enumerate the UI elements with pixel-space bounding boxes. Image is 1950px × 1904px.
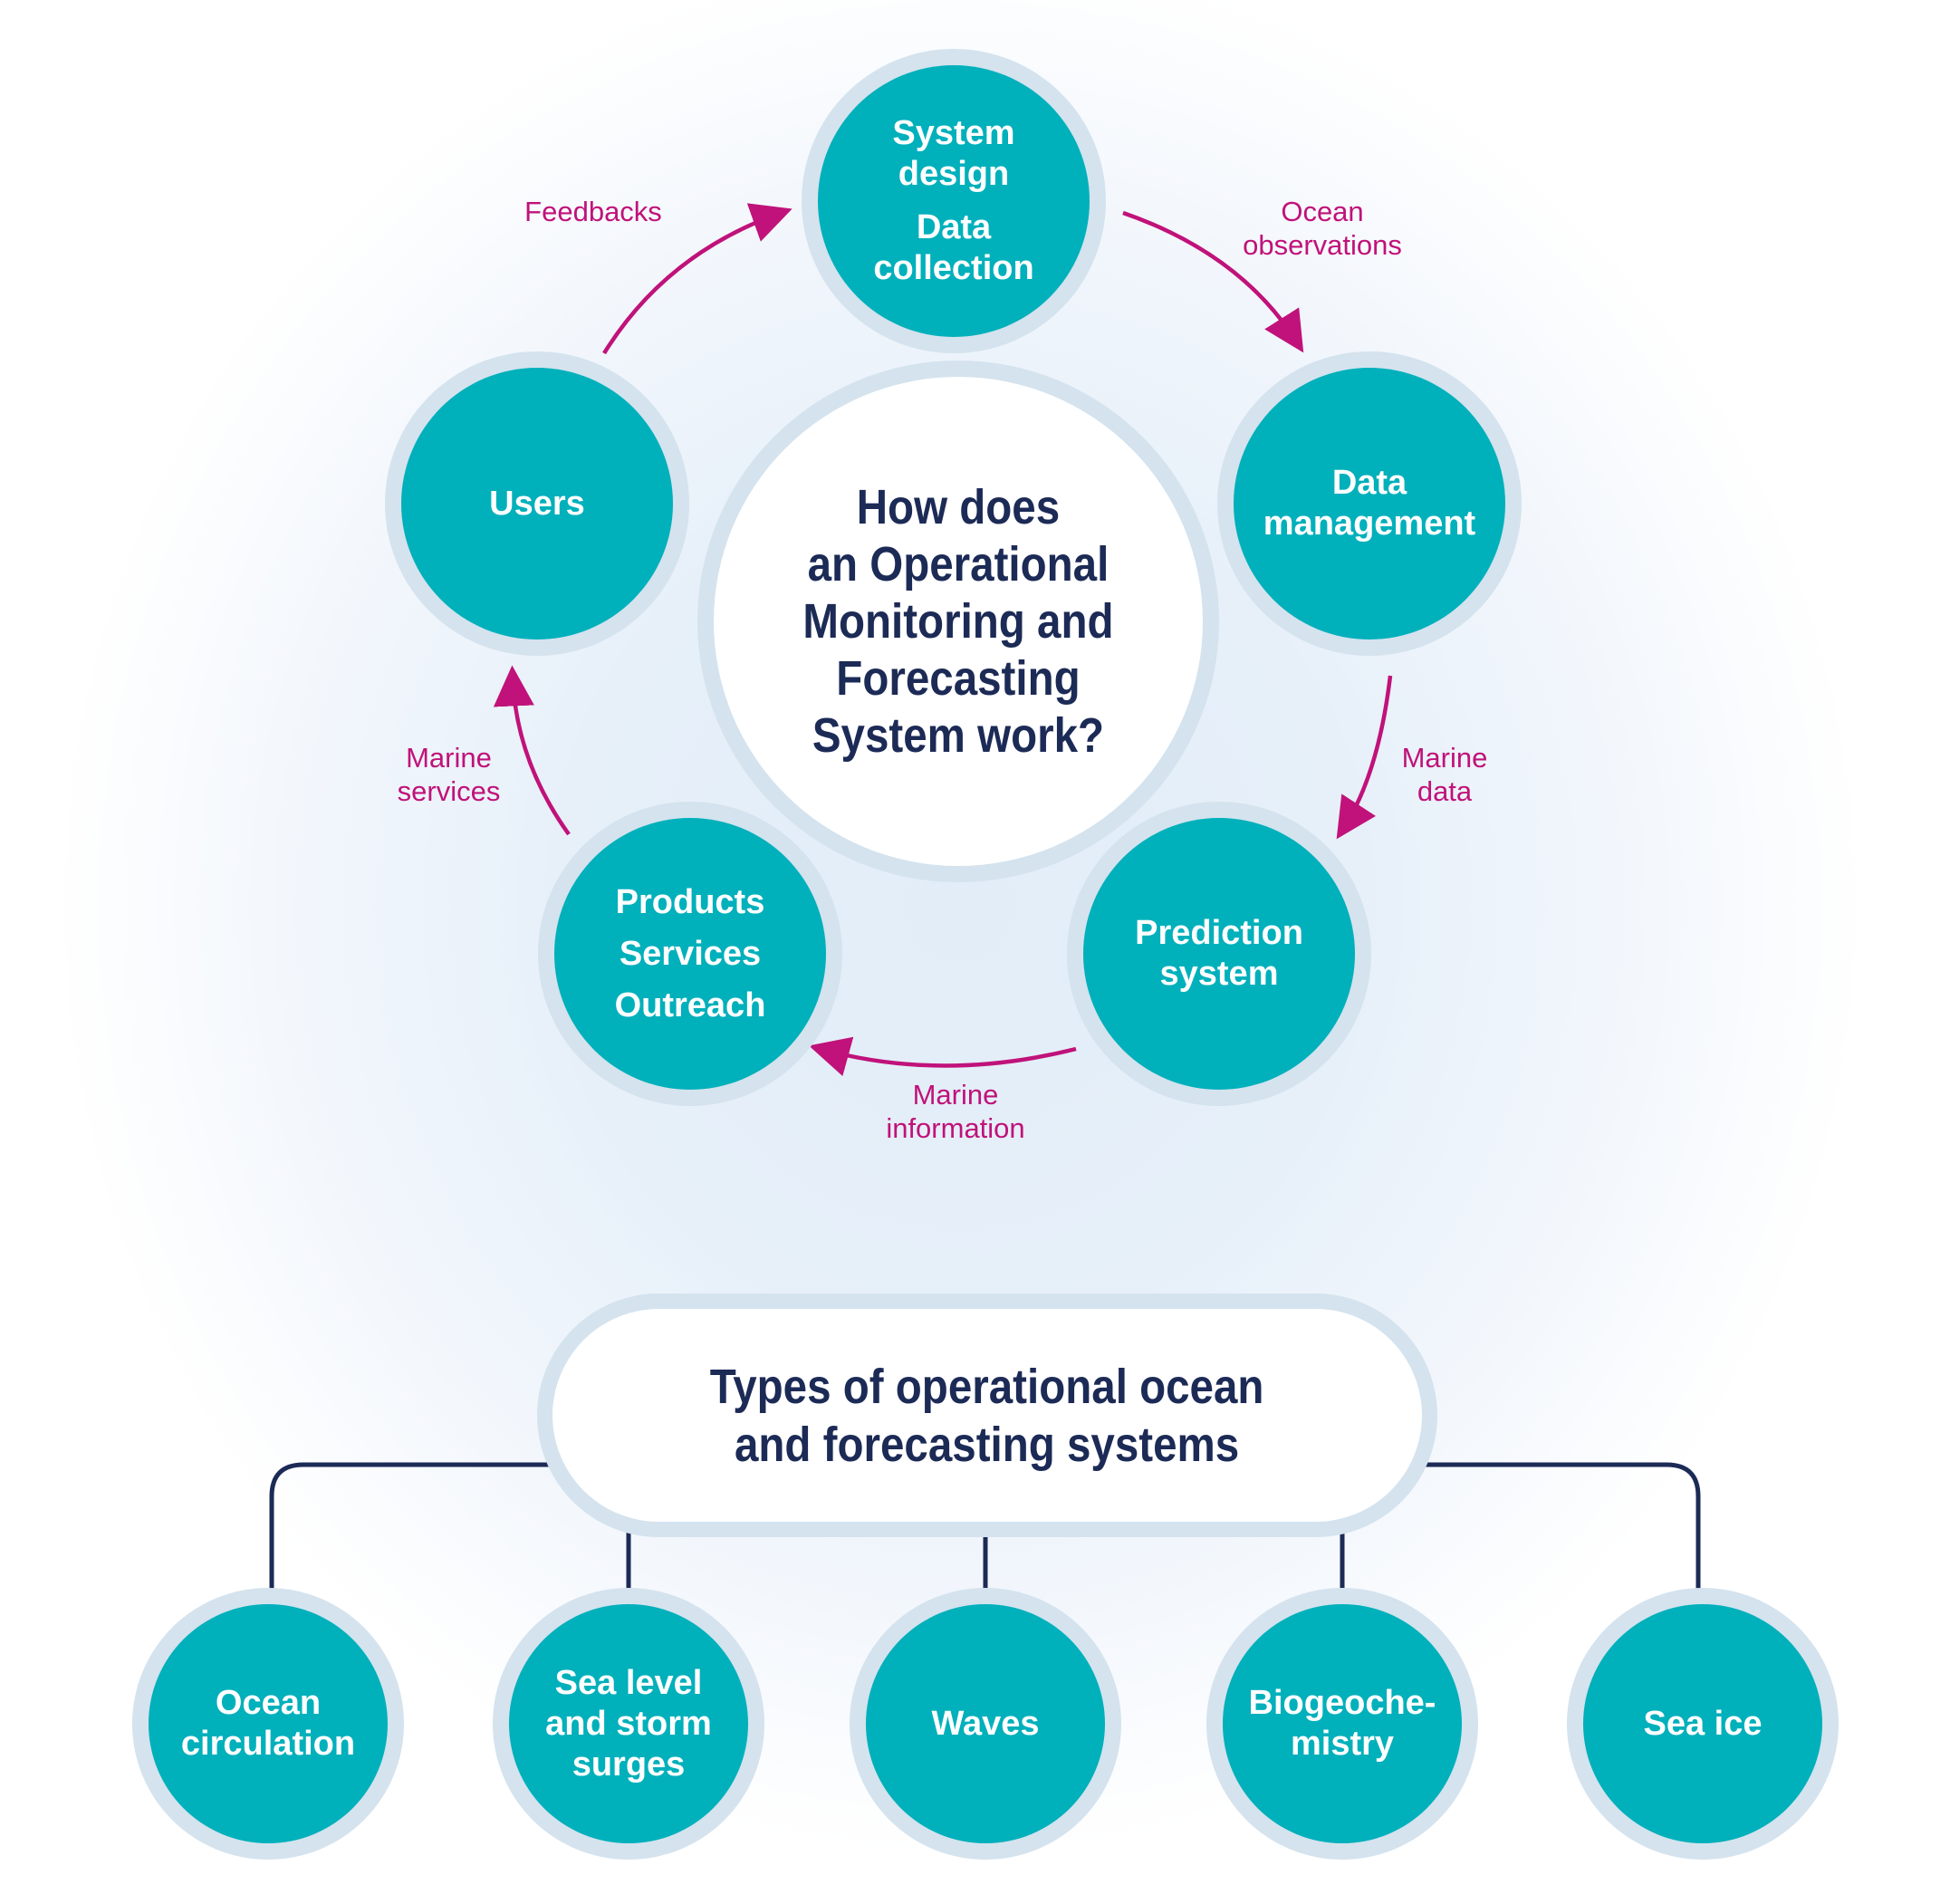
arrow-ocean-observations [1122, 210, 1304, 353]
node-prediction-system-line1: Prediction [1135, 914, 1303, 952]
label-marine-services: Marine services [397, 742, 501, 807]
connector-sea-ice [1422, 1462, 1716, 1635]
connector-ocean-circulation [254, 1462, 552, 1635]
label-ocean-observations: Ocean observations [1243, 196, 1402, 261]
type-sea-level: Sea level and storm surges [509, 1604, 748, 1843]
type-sea-ice-line1: Sea ice [1643, 1704, 1763, 1743]
types-title-text: Types of operational ocean and forecasti… [710, 1359, 1264, 1472]
type-sea-level-line1: Sea level [554, 1663, 703, 1702]
type-biogeochemistry: Biogeoche- mistry [1223, 1604, 1462, 1843]
node-prediction-system-line2: system [1159, 955, 1279, 993]
type-ocean-circulation-line2: circulation [180, 1725, 356, 1763]
type-ocean-circulation: Ocean circulation [149, 1604, 388, 1843]
node-users-line1: Users [489, 484, 585, 523]
types-title-pill: Types of operational ocean and forecasti… [552, 1309, 1422, 1522]
center-question-circle: How does an Operational Monitoring and F… [714, 377, 1203, 866]
node-products-line1: Products [615, 882, 765, 921]
node-system-design-line3: Data [916, 208, 992, 246]
type-biogeochemistry-line2: mistry [1290, 1725, 1395, 1763]
label-marine-information: Marine information [886, 1079, 1025, 1144]
node-products-line2: Services [619, 934, 762, 973]
label-marine-data: Marine data [1401, 742, 1488, 807]
type-waves: Waves [866, 1604, 1105, 1843]
node-system-design-line4: collection [873, 249, 1034, 287]
type-sea-level-line2: and storm [545, 1704, 712, 1743]
arrow-feedbacks [602, 203, 792, 355]
type-waves-line1: Waves [931, 1704, 1040, 1743]
node-system-design-line2: design [898, 155, 1010, 193]
node-data-management-line1: Data [1331, 464, 1407, 502]
arrow-marine-services [493, 665, 571, 836]
node-prediction-system: Prediction system [1083, 818, 1355, 1090]
node-data-management-line2: management [1263, 505, 1476, 543]
node-products-line3: Outreach [614, 986, 766, 1024]
node-data-management: Data management [1234, 368, 1505, 639]
type-ocean-circulation-line1: Ocean [215, 1684, 322, 1722]
arrow-marine-data [1336, 675, 1393, 840]
type-biogeochemistry-line1: Biogeoche- [1248, 1684, 1436, 1722]
node-products: Products Services Outreach [554, 818, 826, 1090]
center-question-text: How does an Operational Monitoring and F… [802, 479, 1114, 763]
node-system-design: System design Data collection [818, 65, 1090, 337]
type-sea-level-line3: surges [572, 1745, 686, 1784]
arrow-marine-information [808, 1036, 1077, 1077]
node-system-design-line1: System [892, 114, 1015, 152]
label-feedbacks: Feedbacks [524, 196, 662, 227]
type-sea-ice: Sea ice [1583, 1604, 1822, 1843]
node-users: Users [401, 368, 673, 639]
